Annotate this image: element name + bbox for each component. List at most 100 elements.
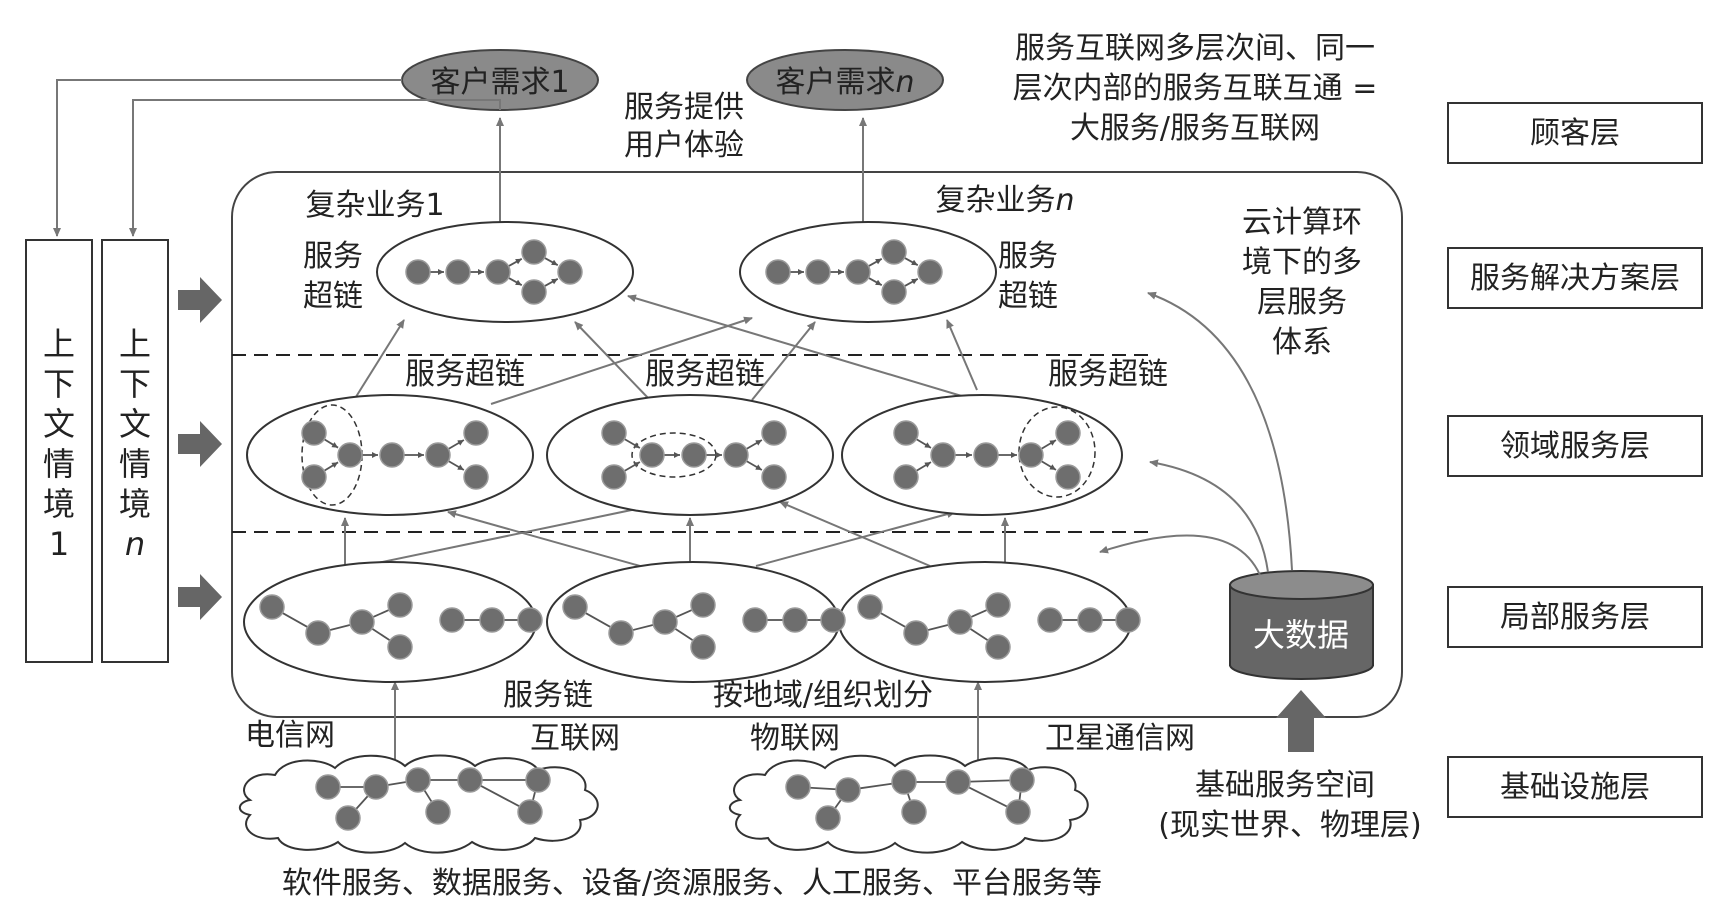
service-edge [1018,791,1022,801]
layer-label-domain: 领域服务层 [1447,415,1703,477]
service-chain-label: 服务链 [503,678,593,713]
infrastructure-space-label: 基础服务空间 (现实世界、物理层) [1158,768,1421,843]
svg-text:文: 文 [43,405,75,443]
service-node [985,634,1011,660]
service-edge [927,624,949,631]
service-node [315,774,341,800]
hyperchain-label-domain-2: 服务超链 [645,357,765,392]
service-node [557,259,583,285]
service-node [517,607,543,633]
service-node [639,442,665,468]
svg-text:大服务/服务互联网: 大服务/服务互联网 [1070,111,1320,146]
context-box-1: 上 下 文 情 境 1 [25,239,93,663]
service-edge [906,793,912,801]
service-edge [675,609,693,618]
business-1-label: 复杂业务1 [305,188,444,223]
layer-label-solution: 服务解决方案层 [1447,247,1703,309]
service-node [479,607,505,633]
svg-text:境下的多: 境下的多 [1242,245,1362,280]
svg-text:服务: 服务 [303,239,363,274]
svg-text:文: 文 [119,405,151,443]
svg-text:领域服务层: 领域服务层 [1500,429,1650,464]
hyperchain-label-right: 服务 超链 [998,239,1058,314]
big-service-note: 服务互联网多层次间、同一 层次内部的服务互联互通 = 大服务/服务互联网 [1013,31,1378,146]
service-edge [480,784,520,808]
partition-label: 按地域/组织划分 [713,678,933,713]
service-node [903,620,929,646]
service-node [742,607,768,633]
service-node [387,634,413,660]
svg-text:超链: 超链 [303,279,363,314]
svg-text:基础服务空间: 基础服务空间 [1195,768,1375,803]
service-node [1115,607,1141,633]
context-arrow-solution [178,277,222,323]
service-node [917,259,943,285]
service-edge [969,779,1011,783]
local-graph-3 [857,592,1141,660]
service-edge [355,795,369,810]
infrastructure-up-arrow [1276,690,1326,752]
svg-text:服务: 服务 [998,239,1058,274]
svg-text:层服务: 层服务 [1257,285,1347,320]
context-arrow-local [178,574,222,620]
svg-text:超链: 超链 [998,279,1058,314]
service-node [485,259,511,285]
service-node [1005,799,1031,825]
service-node [601,420,627,446]
service-node [881,279,907,305]
cloud-computing-note: 云计算环 境下的多 层服务 体系 [1242,205,1362,360]
svg-text:用户体验: 用户体验 [624,128,744,163]
service-provide-note: 服务提供 用户体验 [624,90,744,163]
service-edge [508,258,523,267]
service-node [1009,767,1035,793]
svg-text:客户需求n: 客户需求n [775,65,914,100]
cloud-graph-left [315,767,551,831]
service-edge [969,627,989,642]
service-node [681,442,707,468]
svg-text:下: 下 [119,365,151,403]
service-edge [447,460,465,471]
service-edge [447,439,465,450]
service-node [930,442,956,468]
service-edge [423,789,433,803]
service-node [562,594,588,620]
service-edge [880,612,906,628]
telecom-network-label: 电信网 [245,718,335,753]
service-node [891,769,917,795]
svg-text:下: 下 [43,365,75,403]
context-arrow-domain [178,421,222,467]
customer-demand-1: 客户需求1 [401,49,599,111]
service-node [379,442,405,468]
svg-text:1: 1 [49,525,69,563]
svg-text:(现实世界、物理层): (现实世界、物理层) [1158,808,1421,843]
big-data-arrows [1099,291,1293,576]
service-node [820,607,846,633]
service-node [445,259,471,285]
service-node [881,239,907,265]
service-node [425,442,451,468]
service-node [425,799,451,825]
service-node [652,609,678,635]
service-node [457,767,483,793]
svg-text:上: 上 [119,325,151,363]
svg-text:情: 情 [43,445,75,483]
big-data-cylinder: 大数据 [1229,570,1374,680]
service-edge [623,461,641,472]
service-node [947,609,973,635]
service-node [405,259,431,285]
hyperchain-label-domain-3: 服务超链 [1048,357,1168,392]
service-node [690,592,716,618]
service-edge [674,627,694,642]
hyperchain-graph-1 [405,239,583,305]
satellite-network-label: 卫星通信网 [1045,721,1195,756]
service-edge [868,258,883,267]
service-node [349,609,375,635]
service-node [761,464,787,490]
iot-label: 物联网 [750,721,840,756]
service-node [845,259,871,285]
svg-text:大数据: 大数据 [1253,616,1349,654]
customer-demand-n: 客户需求n [746,49,944,111]
service-edge [915,461,932,472]
service-edge [508,277,523,286]
svg-text:n: n [125,525,145,563]
